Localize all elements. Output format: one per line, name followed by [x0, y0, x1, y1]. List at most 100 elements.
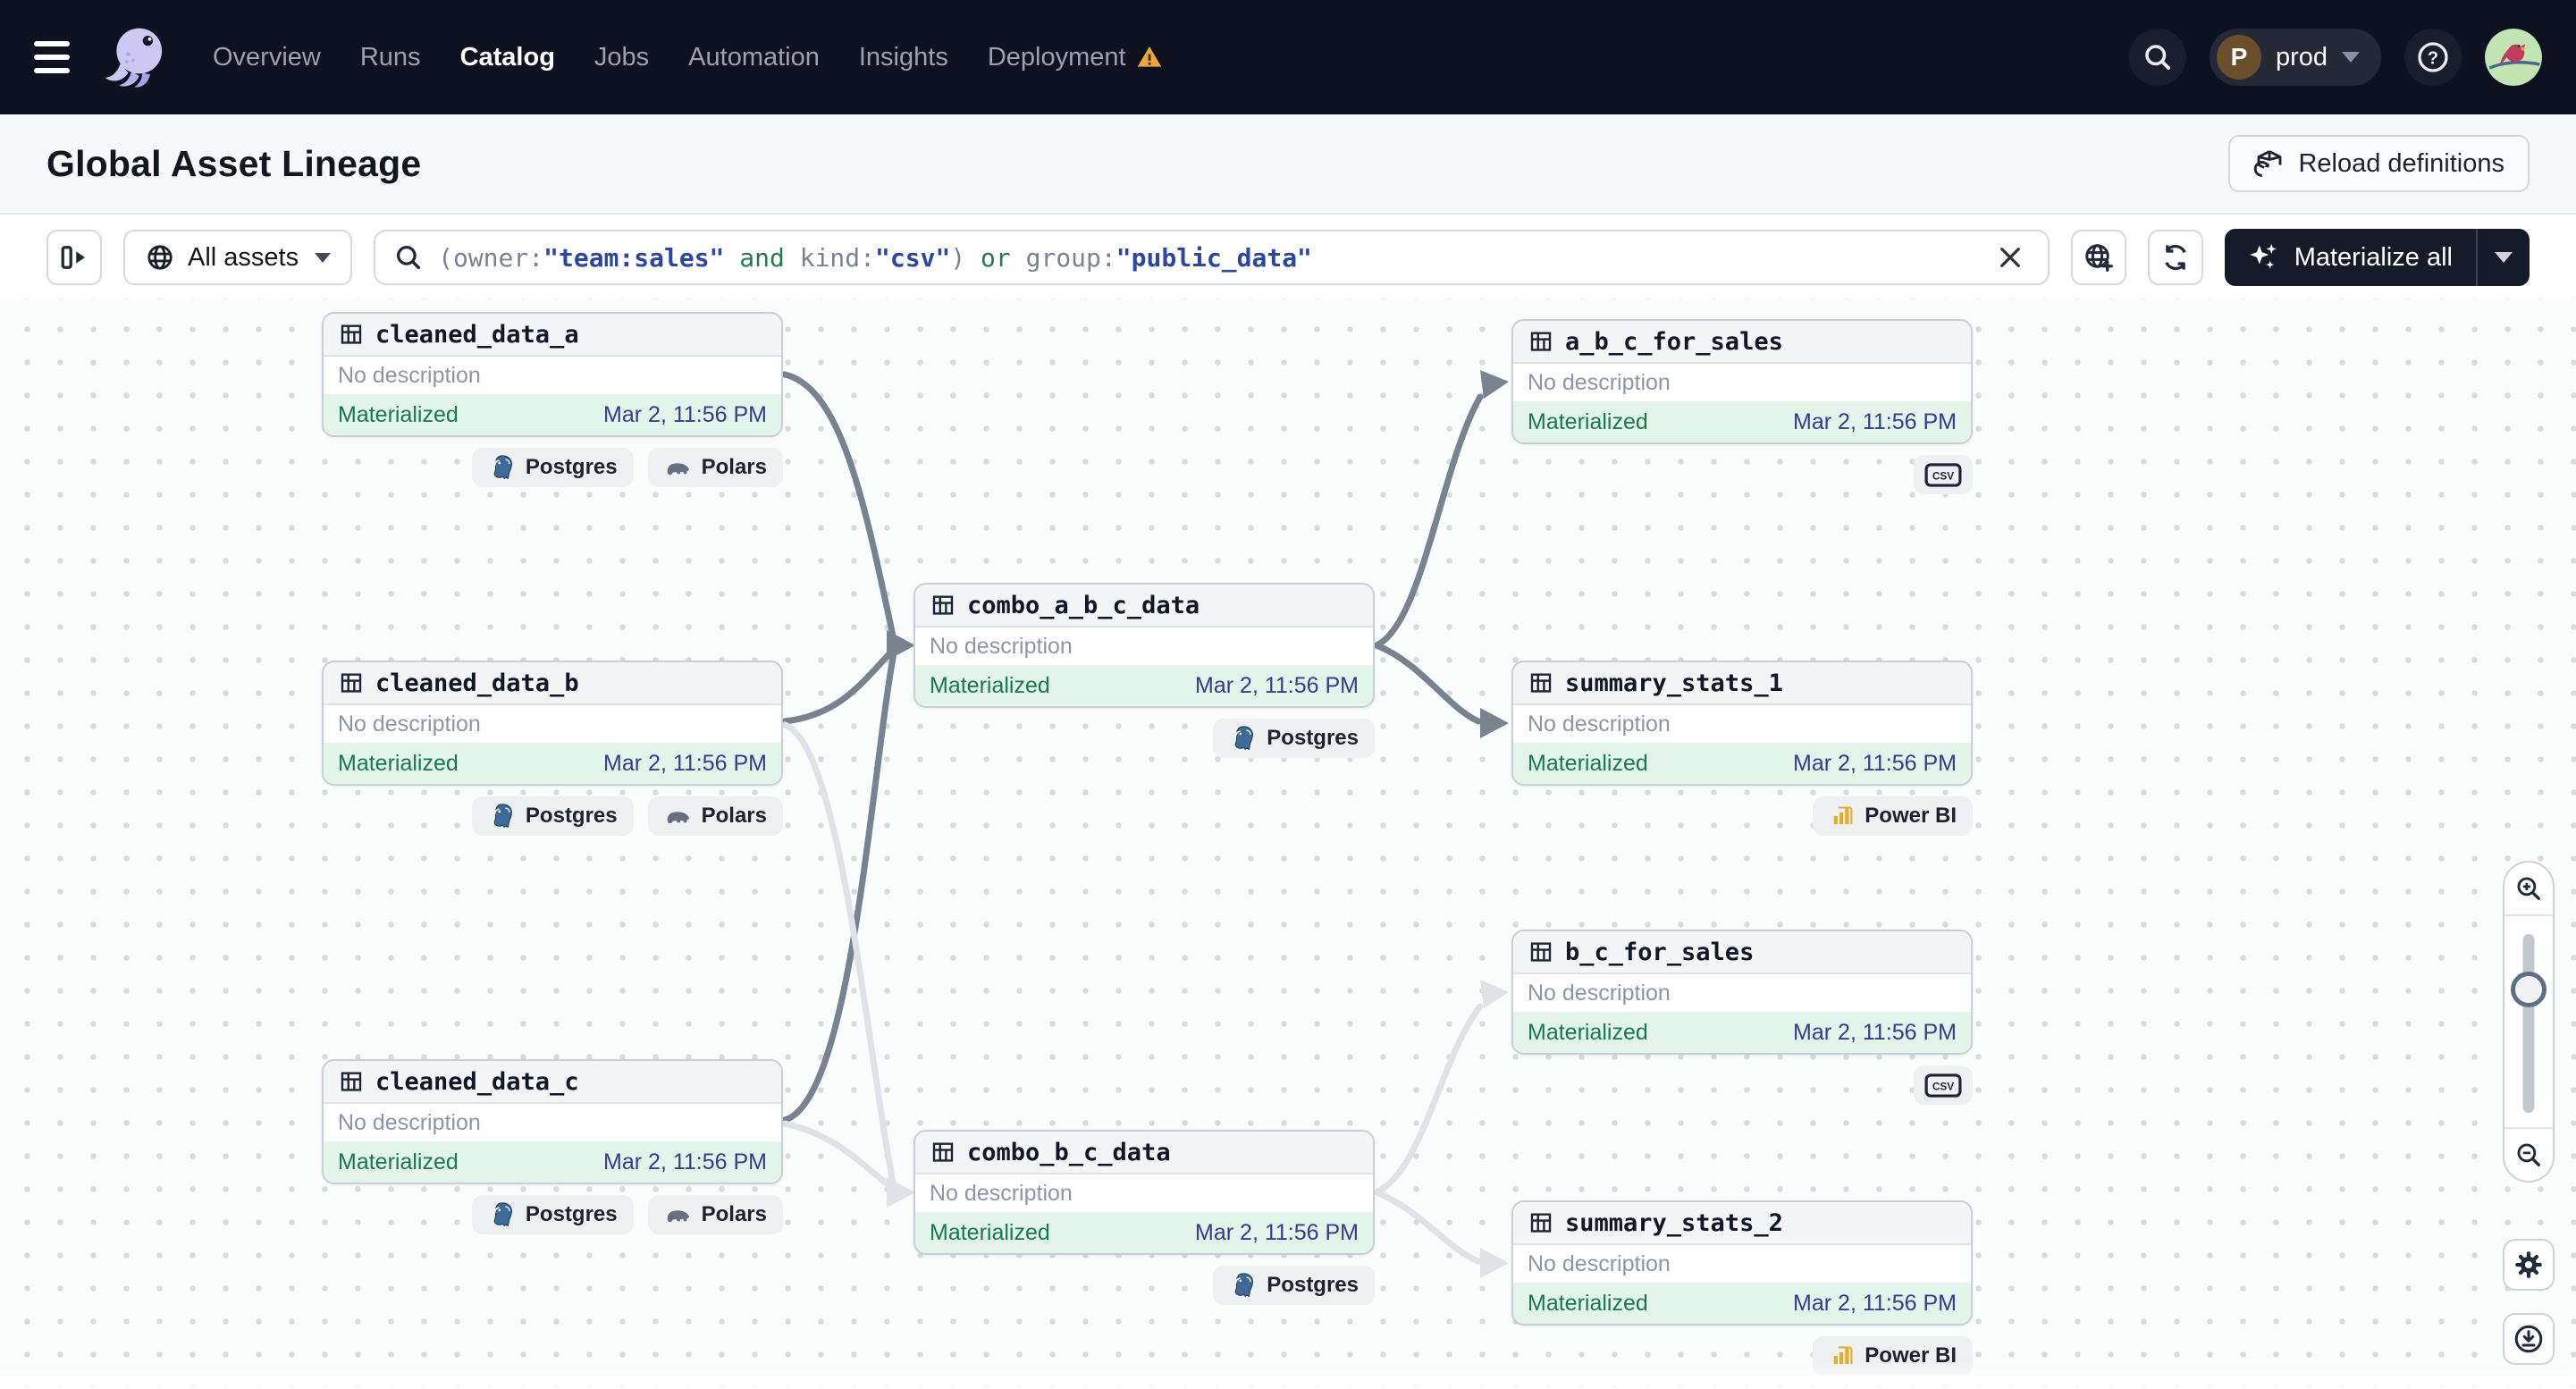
nav-item-label: Deployment [987, 42, 1126, 72]
help-icon[interactable]: ? [2404, 29, 2462, 86]
query-segment: "team:sales" [543, 242, 725, 273]
materialize-all-main[interactable]: Materialize all [2225, 229, 2476, 286]
user-avatar[interactable] [2485, 29, 2542, 86]
kind-badge-postgres[interactable]: Postgres [1213, 1266, 1375, 1305]
postgres-icon [1234, 1273, 1254, 1298]
nav-item-deployment[interactable]: Deployment [988, 43, 1164, 72]
query-segment: "public_data" [1115, 242, 1312, 273]
asset-node-header: summary_stats_2 [1513, 1202, 1971, 1245]
asset-name: cleaned_data_c [375, 1067, 579, 1096]
asset-kind-badges: Postgres Polars [322, 1195, 783, 1234]
kind-badge-label: Postgres [525, 804, 618, 828]
asset-timestamp: Mar 2, 11:56 PM [603, 750, 767, 776]
table-icon [341, 324, 362, 344]
asset-description: No description [1513, 974, 1971, 1012]
table-icon [1530, 942, 1552, 962]
table-icon [1530, 673, 1552, 693]
zoom-out-button[interactable] [2504, 1127, 2553, 1181]
csv-icon: CSV [1924, 462, 1962, 487]
asset-timestamp: Mar 2, 11:56 PM [1195, 1219, 1359, 1245]
graph-settings-button[interactable] [2503, 1239, 2555, 1291]
nav-item-overview[interactable]: Overview [213, 43, 321, 72]
asset-kind-badges: Postgres [913, 1266, 1375, 1305]
kind-badge-csv[interactable]: CSV [1914, 1065, 1973, 1105]
kind-badge-power-bi[interactable]: Power BI [1813, 1336, 1973, 1376]
kind-badge-postgres[interactable]: Postgres [471, 796, 634, 836]
query-segment: (owner: [438, 242, 544, 273]
menu-icon[interactable] [34, 29, 91, 86]
materialize-all-button[interactable]: Materialize all [2224, 229, 2530, 286]
nav-item-label: Jobs [593, 42, 650, 72]
kind-badge-postgres[interactable]: Postgres [1213, 719, 1375, 758]
lineage-edge-combo_a_b_c_data-to-summary_stats_1 [1373, 642, 1482, 725]
kind-badge-polars[interactable]: Polars [647, 1195, 783, 1234]
nav-item-jobs[interactable]: Jobs [594, 43, 649, 72]
asset-name: combo_a_b_c_data [967, 591, 1200, 619]
asset-group-filter-button[interactable] [2070, 230, 2126, 285]
postgres-icon [493, 455, 512, 480]
reload-definitions-button[interactable]: Reload definitions [2228, 135, 2530, 192]
asset-name: cleaned_data_b [375, 669, 579, 697]
kind-badge-csv[interactable]: CSV [1914, 455, 1973, 494]
polars-icon [667, 812, 689, 823]
kind-badge-power-bi[interactable]: Power BI [1813, 796, 1973, 836]
asset-description: No description [1513, 1245, 1971, 1283]
nav-item-catalog[interactable]: Catalog [460, 43, 555, 72]
asset-timestamp: Mar 2, 11:56 PM [1793, 1019, 1957, 1045]
open-asset-panel-button[interactable] [46, 230, 102, 285]
refresh-button[interactable] [2147, 230, 2203, 285]
zoom-slider-track[interactable] [2522, 934, 2535, 1113]
globe-icon [147, 245, 173, 270]
asset-scope-dropdown[interactable]: All assets [123, 230, 353, 285]
kind-badge-postgres[interactable]: Postgres [471, 448, 634, 487]
lineage-edge-cleaned_data_a-to-combo_a_b_c_data [781, 371, 897, 644]
deployment-switcher[interactable]: P prod [2209, 29, 2381, 86]
lineage-edge-cleaned_data_b-to-combo_a_b_c_data [781, 645, 897, 725]
asset-kind-badges: Power BI [1511, 796, 1973, 836]
edge-arrowhead [887, 1177, 915, 1208]
nav-item-runs[interactable]: Runs [360, 43, 421, 72]
zoom-slider-thumb[interactable] [2511, 972, 2547, 1007]
search-icon[interactable] [2128, 29, 2186, 86]
query-segment: and [724, 242, 800, 273]
table-icon [932, 595, 954, 615]
zoom-in-button[interactable] [2504, 863, 2553, 916]
kind-badge-polars[interactable]: Polars [647, 796, 783, 836]
asset-status: Materialized [930, 1219, 1050, 1245]
table-icon [932, 1142, 954, 1162]
postgres-icon [493, 1202, 512, 1227]
materialize-options-button[interactable] [2476, 229, 2530, 286]
kind-badge-polars[interactable]: Polars [647, 448, 783, 487]
asset-status: Materialized [338, 401, 459, 427]
nav-item-insights[interactable]: Insights [859, 43, 948, 72]
search-icon [397, 246, 421, 270]
table-icon [1530, 1213, 1552, 1233]
download-image-button[interactable] [2503, 1313, 2555, 1365]
kind-badge-postgres[interactable]: Postgres [471, 1195, 634, 1234]
table-icon [341, 1072, 362, 1091]
clear-search-icon[interactable] [1991, 238, 2030, 277]
dagster-logo-icon[interactable] [100, 20, 175, 95]
asset-name: combo_b_c_data [967, 1138, 1171, 1166]
sparkle-icon [2249, 244, 2277, 269]
asset-kind-badges: Postgres [913, 719, 1375, 758]
asset-node-header: summary_stats_1 [1513, 662, 1971, 705]
nav-item-automation[interactable]: Automation [688, 43, 820, 72]
svg-text:CSV: CSV [1932, 470, 1954, 482]
asset-search-input[interactable]: (owner:"team:sales" and kind:"csv") or g… [374, 230, 2050, 285]
